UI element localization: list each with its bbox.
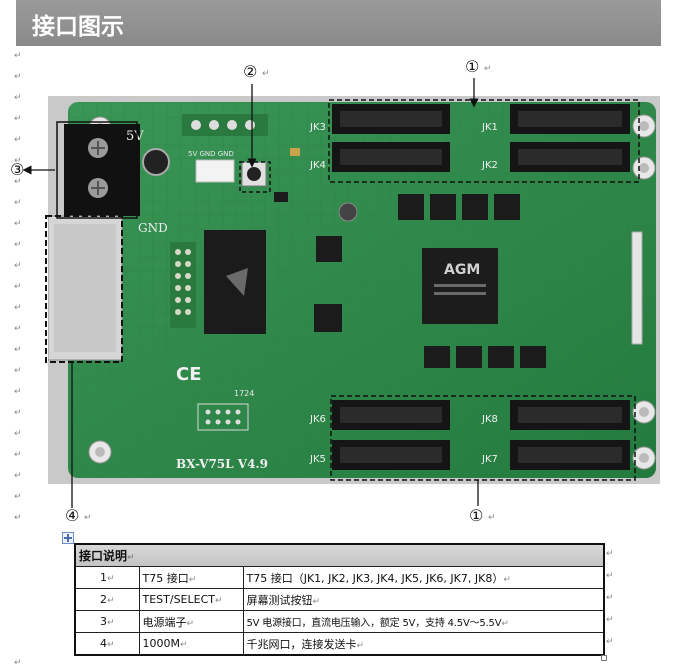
table-header-row: 接口说明↵ [74,543,605,567]
paragraph-mark: ↵ [84,513,92,523]
ce-mark: CE [176,364,202,385]
silk-jk2: JK2 [481,160,498,171]
paragraph-mark: ↵ [262,69,270,79]
table-row: 3↵ 电源端子↵ 5V 电源接口，直流电压输入，额定 5V，支持 4.5V～5.… [74,610,605,633]
fpga-chip: AGM [422,248,498,324]
table-resize-handle[interactable] [601,655,607,661]
paragraph-mark: ↵ [488,513,496,523]
row-end-mark: ↵ [606,615,614,625]
silk-jk8: JK8 [481,414,498,425]
row-end-mark: ↵ [606,549,614,559]
side-connector [631,231,643,345]
paragraph-mark: ↵ [14,450,22,460]
table-row: 4↵ 1000M↵ 千兆网口，连接发送卡↵ [74,632,605,656]
section-title: 接口图示 [32,14,124,40]
row-name: 电源端子↵ [138,610,244,633]
paragraph-mark: ↵ [14,114,22,124]
paragraph-mark: ↵ [14,219,22,229]
capacitor [142,148,170,176]
paragraph-mark: ↵ [14,387,22,397]
callout-label-4: ④ [65,506,80,525]
fpga-logo: AGM [444,262,480,278]
paragraph-mark: ↵ [14,282,22,292]
pin-column [170,242,196,328]
white-connector [195,159,235,183]
date-code: 1724 [234,389,254,398]
pin-pads [182,114,268,136]
silk-jk6: JK6 [309,414,326,425]
row-number: 4↵ [74,632,140,656]
paragraph-mark: ↵ [14,408,22,418]
paragraph-mark: ↵ [14,303,22,313]
paragraph-mark: ↵ [14,51,22,61]
row-number: 3↵ [74,610,140,633]
paragraph-mark: ↵ [14,156,22,166]
header-jk8 [510,400,630,430]
paragraph-mark: ↵ [14,492,22,502]
header-jk6 [332,400,450,430]
callout-label-3: ③ [10,160,25,179]
title-bar: 接口图示 [16,0,661,46]
header-jk5 [332,440,450,470]
row-end-mark: ↵ [606,637,614,647]
paragraph-mark: ↵ [14,658,22,668]
paragraph-mark: ↵ [14,93,22,103]
row-number: 2↵ [74,588,140,611]
table-row: 1↵ T75 接口↵ T75 接口（JK1, JK2, JK3, JK4, JK… [74,566,605,589]
silk-gnd: GND [138,221,168,235]
paragraph-mark: ↵ [14,72,22,82]
interface-table: 接口说明↵ 1↵ T75 接口↵ T75 接口（JK1, JK2, JK3, J… [74,543,605,656]
paragraph-mark: ↵ [484,64,492,74]
paragraph-mark: ↵ [14,366,22,376]
row-name: 1000M↵ [138,632,244,656]
row-end-mark: ↵ [606,571,614,581]
paragraph-mark: ↵ [14,513,22,523]
board-model: BX-V75L V4.9 [176,457,268,471]
callout-label-2: ② [243,62,258,81]
paragraph-mark: ↵ [14,198,22,208]
paragraph-mark: ↵ [14,135,22,145]
paragraph-mark: ↵ [14,177,22,187]
header-jk2 [510,142,630,172]
paragraph-mark: ↵ [14,324,22,334]
row-description: 5V 电源接口，直流电压输入，额定 5V，支持 4.5V～5.5V↵ [242,610,605,633]
silk-jk5: JK5 [309,454,326,465]
board-photo: 5V GND 5V GND GND [48,96,660,484]
table-row: 2↵ TEST/SELECT↵ 屏幕测试按钮↵ [74,588,605,611]
row-name: T75 接口↵ [138,566,244,589]
silk-jk1: JK1 [481,122,498,133]
table-move-handle-icon[interactable] [62,532,74,544]
header-jk4 [332,142,450,172]
table-header: 接口说明↵ [74,543,605,567]
header-jk1 [510,104,630,134]
paragraph-mark: ↵ [14,345,22,355]
paragraph-mark: ↵ [14,261,22,271]
silk-pins: 5V GND GND [188,150,234,158]
row-end-mark: ↵ [606,593,614,603]
row-number: 1↵ [74,566,140,589]
paragraph-mark: ↵ [14,240,22,250]
silk-jk7: JK7 [481,454,498,465]
row-description: 千兆网口，连接发送卡↵ [242,632,605,656]
row-name: TEST/SELECT↵ [138,588,244,611]
callout-label-1-bottom: ① [469,506,484,525]
silk-jk4: JK4 [309,160,326,171]
header-jk3 [332,104,450,134]
paragraph-mark: ↵ [14,471,22,481]
callout-label-1-top: ① [465,57,480,76]
row-description: T75 接口（JK1, JK2, JK3, JK4, JK5, JK6, JK7… [242,566,605,589]
silk-5v: 5V [126,129,144,144]
header-jk7 [510,440,630,470]
silk-jk3: JK3 [309,122,326,133]
paragraph-mark: ↵ [14,429,22,439]
row-description: 屏幕测试按钮↵ [242,588,605,611]
